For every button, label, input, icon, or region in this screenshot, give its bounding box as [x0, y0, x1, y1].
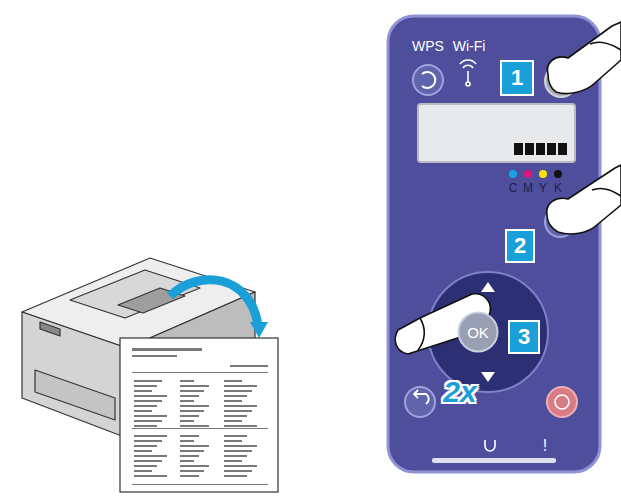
callout-number: 3 [518, 324, 530, 350]
callout-number: 1 [500, 60, 534, 96]
ink-letter: K [554, 182, 562, 194]
callout-number: 1 [511, 65, 523, 91]
callout-number: 3 [508, 320, 540, 354]
button-label: WPS [412, 39, 444, 53]
callout-number: 2 [514, 233, 526, 259]
printed-page [120, 338, 278, 492]
ready-icon [485, 440, 495, 451]
button-label: Wi-Fi [453, 39, 486, 53]
ink-letter: M [523, 182, 533, 194]
output-arrow [170, 280, 258, 325]
callout-number: 2 [505, 229, 535, 263]
error-indicator: ! [543, 438, 547, 454]
ink-letter: Y [539, 182, 547, 194]
button-label: OK [467, 324, 489, 341]
press-count: 2x [443, 377, 476, 407]
ink-letter: C [509, 182, 518, 194]
arrow-head [250, 322, 268, 338]
hands [395, 22, 621, 354]
ok-button: OK [457, 311, 499, 353]
